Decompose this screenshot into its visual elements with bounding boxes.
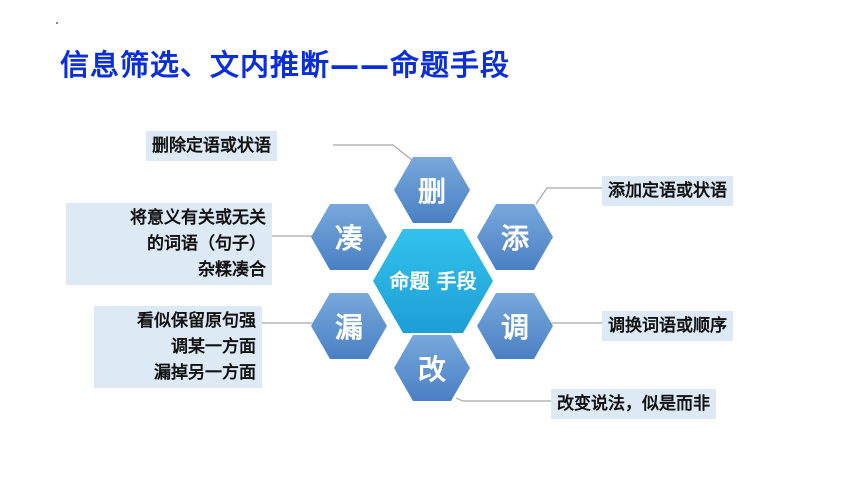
connector-add bbox=[535, 187, 602, 205]
label-change: 改变说法，似是而非 bbox=[551, 389, 716, 419]
label-omit-line-3: 漏掉另一方面 bbox=[154, 363, 256, 383]
label-combine-line-3: 杂糅凑合 bbox=[198, 260, 266, 280]
label-swap: 调换词语或顺序 bbox=[602, 311, 733, 341]
center-line-2: 手段 bbox=[436, 269, 477, 293]
label-combine-line-2: 的词语（句子） bbox=[147, 234, 266, 254]
label-omit-line-2: 调某一方面 bbox=[171, 337, 256, 357]
center-line-1: 命题 bbox=[389, 269, 430, 293]
connector-change bbox=[455, 397, 551, 402]
label-omit-line-1: 看似保留原句强 bbox=[137, 311, 256, 331]
label-combine-line-1: 将意义有关或无关 bbox=[130, 208, 266, 228]
label-omit: 看似保留原句强 调某一方面 漏掉另一方面 bbox=[94, 306, 262, 388]
connector-delete bbox=[333, 144, 413, 161]
label-delete: 删除定语或状语 bbox=[146, 131, 277, 161]
decorative-dot bbox=[56, 22, 58, 24]
label-combine: 将意义有关或无关 的词语（句子） 杂糅凑合 bbox=[66, 203, 272, 285]
page-title: 信息筛选、文内推断——命题手段 bbox=[60, 48, 511, 82]
label-add: 添加定语或状语 bbox=[602, 176, 733, 206]
